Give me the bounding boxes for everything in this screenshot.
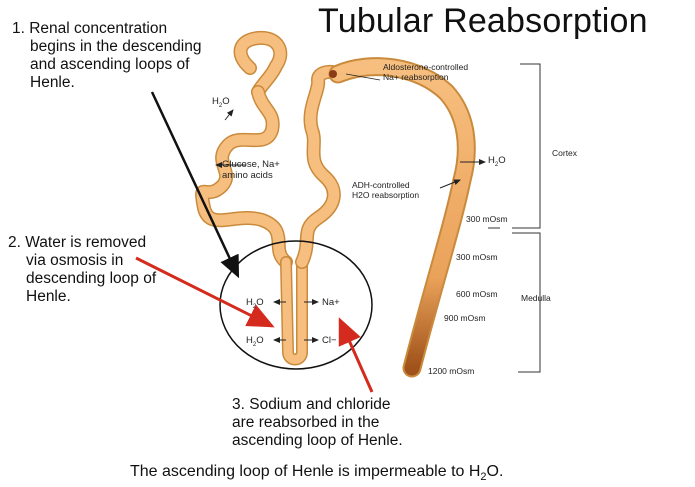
note-one: 1. Renal concentration begins in the des… [12,20,202,91]
h2o-top-label: H2O [212,96,230,109]
note-one-arrow [150,91,240,279]
loop-cl-label: Cl− [322,335,337,346]
cortex-label: Cortex [552,148,578,158]
medulla-label: Medulla [521,293,551,303]
glucose-label: Glucose, Na+ amino acids [222,159,280,181]
loop-na-label: Na+ [322,297,340,308]
note-two: 2. Water is removed via osmosis in desce… [8,234,157,305]
aldosterone-label: Aldosterone-controlled Na+ reabsorption [383,62,469,82]
osmolarity-label: 300 mOsm [456,252,498,262]
osmolarity-label: 300 mOsm [466,214,508,224]
note-two-arrow [135,256,275,328]
page-title: Tubular Reabsorption [318,2,648,40]
osmolarity-label: 1200 mOsm [428,366,475,376]
osmolarity-label: 900 mOsm [444,313,486,323]
collecting-duct [328,57,476,378]
medulla-bracket [512,232,541,373]
loop-h2o-lower-label: H2O [246,335,264,348]
loop-highlight-ellipse [219,240,373,370]
proximal-tubule [195,85,293,269]
osmolarity-label: 600 mOsm [456,289,498,299]
note-three-arrow [338,317,374,393]
loop-h2o-upper-label: H2O [246,297,264,310]
footer-caption: The ascending loop of Henle is impermeab… [130,463,504,484]
h2o-right-label: H2O [488,155,506,168]
cortex-bracket [512,63,541,229]
distal-tubule [295,65,345,269]
loop-of-henle [280,256,308,366]
note-three: 3. Sodium and chloride are reabsorbed in… [232,396,403,449]
adh-label: ADH-controlled H2O reabsorption [352,180,420,200]
